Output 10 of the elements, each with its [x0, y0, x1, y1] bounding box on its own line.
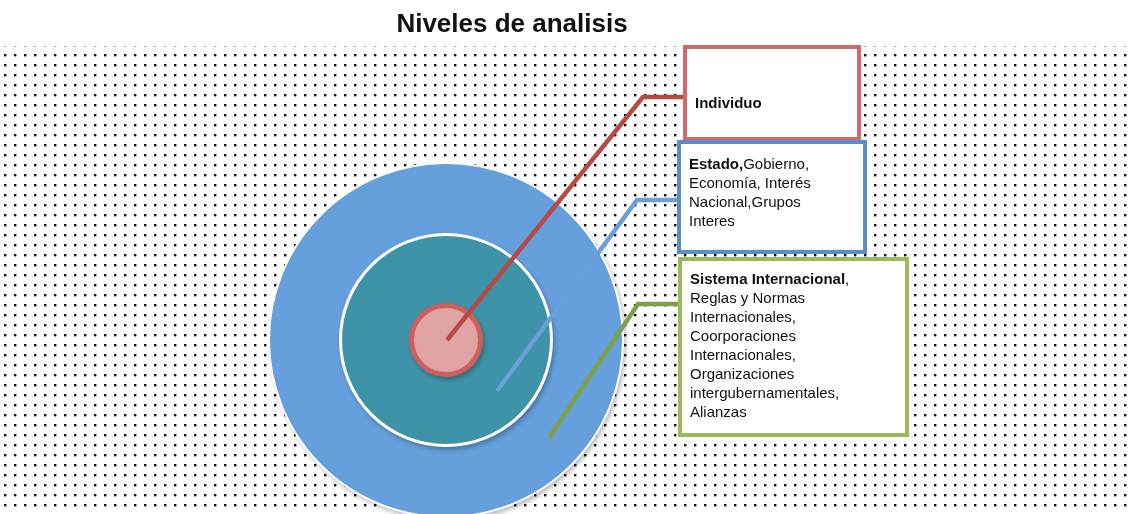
callout-text: Sistema Internacional, Reglas y Normas Internacionales, Coorporaciones Internacionales, Organizaciones intergubernamentales, Alianzas: [690, 269, 851, 421]
diagram-title: Niveles de analisis: [395, 8, 629, 39]
callout-box: [677, 140, 867, 254]
callout-text: Individuo: [695, 93, 763, 112]
callout-box: [678, 257, 909, 437]
callout-text: Estado,Gobierno, Economía, Interés Nacional,Grupos Interes: [689, 154, 812, 230]
inner-circle: [409, 303, 483, 377]
leader-line: [445, 94, 683, 342]
leader-line: [495, 197, 677, 393]
callout-box: [683, 45, 861, 141]
